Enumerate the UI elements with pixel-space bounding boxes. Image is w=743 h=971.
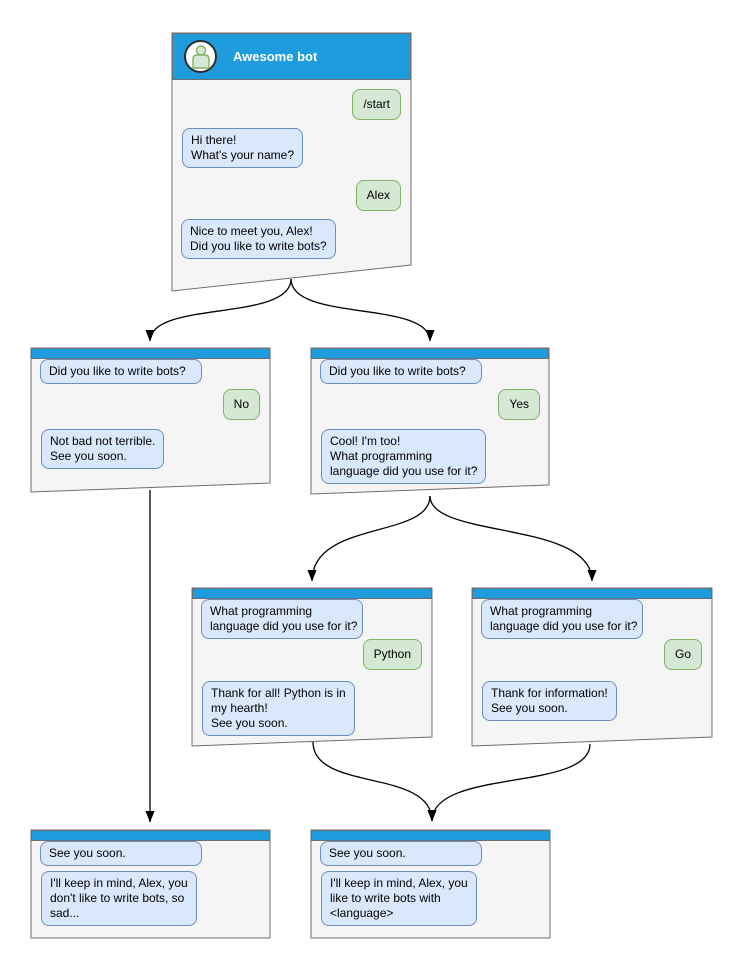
connector-python-to-end [312, 741, 437, 822]
chat-window-no-titlebar [31, 348, 270, 359]
chat-window-start-header: Awesome bot [172, 33, 411, 80]
connector-go-to-end [427, 743, 591, 822]
avatar [184, 40, 217, 73]
chat-window-end-no-titlebar [31, 830, 270, 841]
incoming-message-bubble: Did you like to write bots? [320, 359, 482, 384]
person-icon [191, 44, 210, 69]
connector-start-to-yes [290, 278, 435, 342]
incoming-message-bubble: What programming language did you use fo… [201, 599, 363, 639]
incoming-message-bubble: I'll keep in mind, Alex, you don't like … [41, 871, 197, 926]
incoming-message-bubble: Not bad not terrible. See you soon. [41, 429, 165, 469]
chat-window-end-yes-titlebar [311, 830, 550, 841]
outgoing-message-bubble: Python [362, 639, 422, 670]
incoming-message-bubble: See you soon. [320, 841, 482, 866]
outgoing-message-bubble: Go [663, 639, 702, 670]
incoming-message-bubble: Thank for information! See you soon. [482, 681, 617, 721]
connector-start-to-no [145, 278, 292, 342]
incoming-message-bubble: Nice to meet you, Alex! Did you like to … [181, 219, 336, 259]
outgoing-message-bubble: Alex [355, 180, 401, 211]
incoming-message-bubble: See you soon. [40, 841, 202, 866]
incoming-message-bubble: Did you like to write bots? [40, 359, 202, 384]
incoming-message-bubble: Cool! I'm too! What programming language… [321, 429, 487, 484]
incoming-message-bubble: I'll keep in mind, Alex, you like to wri… [321, 871, 477, 926]
outgoing-message-bubble: /start [352, 89, 401, 120]
outgoing-message-bubble: Yes [498, 389, 540, 420]
incoming-message-bubble: Hi there! What's your name? [182, 128, 304, 168]
window-title: Awesome bot [233, 49, 318, 64]
chat-window-yes-titlebar [311, 348, 549, 359]
incoming-message-bubble: What programming language did you use fo… [481, 599, 643, 639]
chat-window-go-titlebar [472, 588, 712, 599]
connector-yes-to-go [429, 495, 597, 582]
incoming-message-bubble: Thank for all! Python is in my hearth! S… [202, 681, 355, 736]
chat-window-python-titlebar [192, 588, 432, 599]
outgoing-message-bubble: No [222, 389, 260, 420]
connector-yes-to-python [307, 495, 431, 582]
